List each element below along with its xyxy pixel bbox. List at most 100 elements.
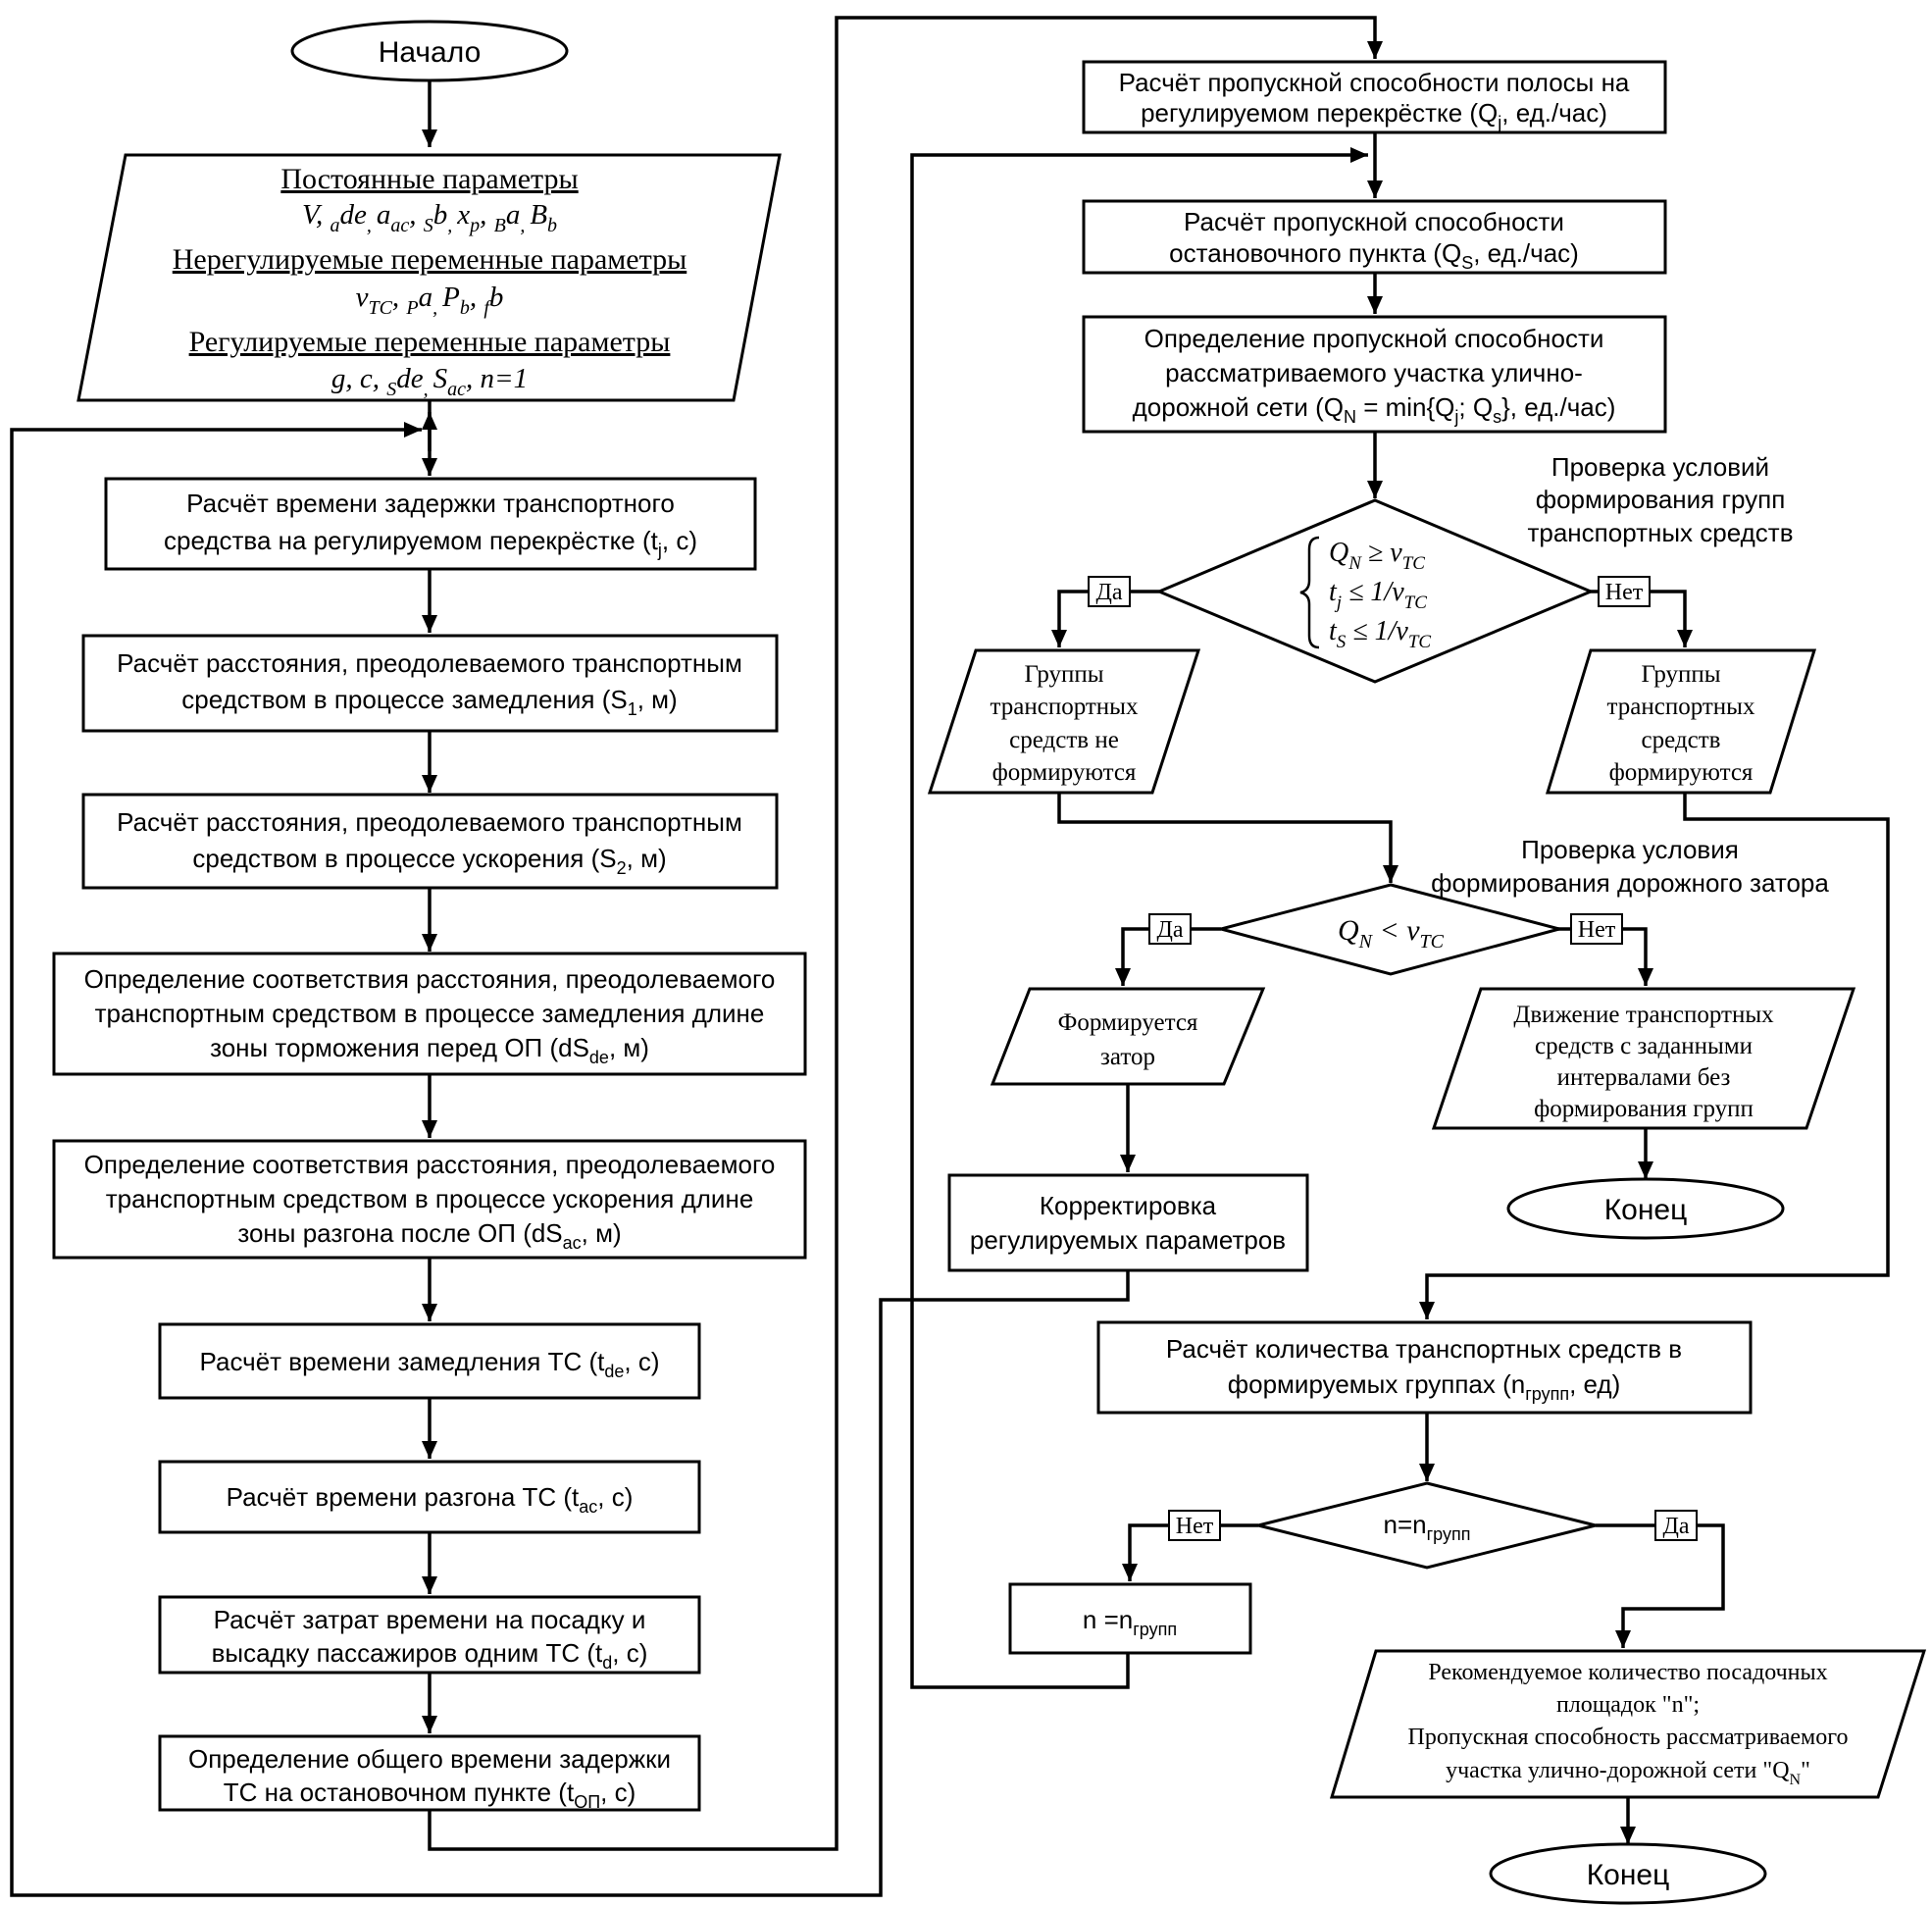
end-terminal-1: Конец [1506,1177,1785,1240]
subscript: j [657,541,662,560]
subscript: j [1334,593,1342,613]
brace [1299,536,1320,649]
svg-text:Да: Да [1662,1514,1689,1539]
subscript: P [405,297,418,319]
step-braking-zone-match: Определение соответствия расстояния, пре… [52,952,807,1076]
text-run: V, [302,199,330,231]
svg-text:площадок "n";: площадок "n"; [1556,1692,1700,1718]
const-params-title: Постоянные параметры [280,163,578,195]
text-run: ; Q [1458,392,1493,422]
label-yes2: Да [1148,913,1192,945]
text-run: ТС на остановочном пункте (t [224,1778,575,1807]
text-run: , c) [662,526,697,555]
subscript: b [547,215,557,236]
subscript: p [468,215,480,236]
text-run: b [489,282,504,313]
svg-text:Формируется: Формируется [1058,1009,1198,1036]
io-groups-formed: Группы транспортных средств формируются [1545,648,1817,795]
subscript: de [604,1362,624,1381]
subscript: ac [390,215,409,236]
io-jam-forms: Формируется затор [990,987,1266,1086]
text-run: b [433,199,448,231]
decision-group-conditions: QN ≥ νTC tj ≤ 1/νTC tS ≤ 1/νTC [1155,498,1595,684]
label-no1: Нет [1598,576,1651,607]
text-run: высадку пассажиров одним ТС (t [212,1638,603,1668]
subscript: S [424,215,433,236]
step-total-stop-delay: Определение общего времени задержки ТС н… [158,1734,701,1812]
check-groups-title-1: Проверка условий [1551,452,1769,482]
step-acceleration-zone-match: Определение соответствия расстояния, пре… [52,1139,807,1260]
step1-line2: средства на регулируемом перекрёстке (tj… [164,526,697,560]
step4-line2: транспортным средством в процессе замедл… [95,999,765,1028]
section-capacity-line2: рассматриваемого участка улично- [1165,358,1583,387]
subscript: , [520,215,530,236]
cond-n-eq: n=nгрупп [1384,1510,1471,1544]
step1-line1: Расчёт времени задержки транспортного [186,489,675,518]
svg-text:Нет: Нет [1176,1514,1214,1539]
svg-text:Движение транспортных: Движение транспортных [1513,1002,1774,1028]
step3-line1: Расчёт расстояния, преодолеваемого транс… [117,807,742,837]
text-run: остановочного пункта (Q [1169,238,1461,268]
subscript: N [1358,931,1374,953]
section-capacity-line1: Определение пропускной способности [1144,324,1604,353]
text-run: , c) [624,1347,659,1376]
text-run: , ед) [1569,1369,1620,1399]
text-run: B [530,199,547,231]
step-stop-capacity: Расчёт пропускной способности остановочн… [1082,199,1667,275]
svg-text:Группы: Группы [1024,661,1103,688]
step4-line1: Определение соответствия расстояния, пре… [84,964,776,994]
subscript: групп [1525,1384,1569,1404]
label-no2: Нет [1570,913,1623,945]
text-run: регулируемом перекрёстке (Q [1141,98,1498,128]
text-run: ≤ 1/ν [1346,616,1408,646]
svg-text:транспортных: транспортных [1607,694,1755,720]
svg-text:интервалами без: интервалами без [1557,1064,1731,1091]
subscript: ac [563,1233,582,1253]
stop-capacity-line2: остановочного пункта (QS, ед./час) [1169,238,1579,273]
step8-line2: высадку пассажиров одним ТС (td, c) [212,1638,648,1673]
subscript: N [1344,407,1356,427]
svg-text:средств: средств [1642,727,1721,753]
step-lane-capacity: Расчёт пропускной способности полосы на … [1082,60,1667,134]
check-jam-title-2: формирования дорожного затора [1431,868,1829,898]
text-run: , м) [637,685,678,714]
step-group-count: Расчёт количества транспортных средств в… [1096,1320,1753,1415]
subscript: B [494,215,506,236]
text-run: , м) [609,1033,649,1062]
text-run: , ед./час) [1501,98,1607,128]
text-run: n =n [1083,1605,1133,1634]
unreg-params-vars: vTC, Pa, Pb, fb [356,282,504,319]
input-parameters: Постоянные параметры V, ade, aac, Sb, xp… [76,153,782,402]
connector-step9-to-lane-capacity [428,16,1383,1851]
text-run: t [1329,616,1338,646]
text-run: , c) [600,1778,636,1807]
text-run: de [396,363,424,394]
cond-tj-le: tj ≤ 1/νTC [1329,577,1427,613]
step4-line3: зоны торможения перед ОП (dSde, м) [210,1033,649,1067]
text-run: , м) [627,844,667,873]
text-run: ≥ ν [1361,538,1402,568]
step-deceleration-distance: Расчёт расстояния, преодолеваемого транс… [81,634,779,733]
text-run: Q [1338,914,1359,947]
cond-ts-le: tS ≤ 1/νTC [1329,616,1431,652]
svg-text:средств не: средств не [1009,727,1119,753]
start-label: Начало [379,36,482,69]
svg-text:Да: Да [1156,917,1183,943]
text-run: , м) [582,1218,622,1248]
start-terminal: Начало [290,20,569,82]
subscript: s [1493,407,1501,427]
svg-text:Да: Да [1095,580,1122,605]
text-run: " [1801,1758,1810,1783]
svg-text:формируются: формируются [1609,759,1754,786]
io-movement-no-groups: Движение транспортных средств с заданным… [1431,987,1856,1130]
text-run: a [377,199,391,231]
connectors [10,16,1890,1897]
io-result: Рекомендуемое количество посадочных площ… [1329,1649,1927,1799]
subscript: ac [447,379,466,400]
text-run: , ед./час) [1473,238,1579,268]
branch-yes3 [1596,1523,1725,1648]
subscript: a [330,215,339,236]
subscript: b [460,297,470,319]
text-run: Q [1329,538,1348,568]
check-jam-title-1: Проверка условия [1521,835,1739,864]
